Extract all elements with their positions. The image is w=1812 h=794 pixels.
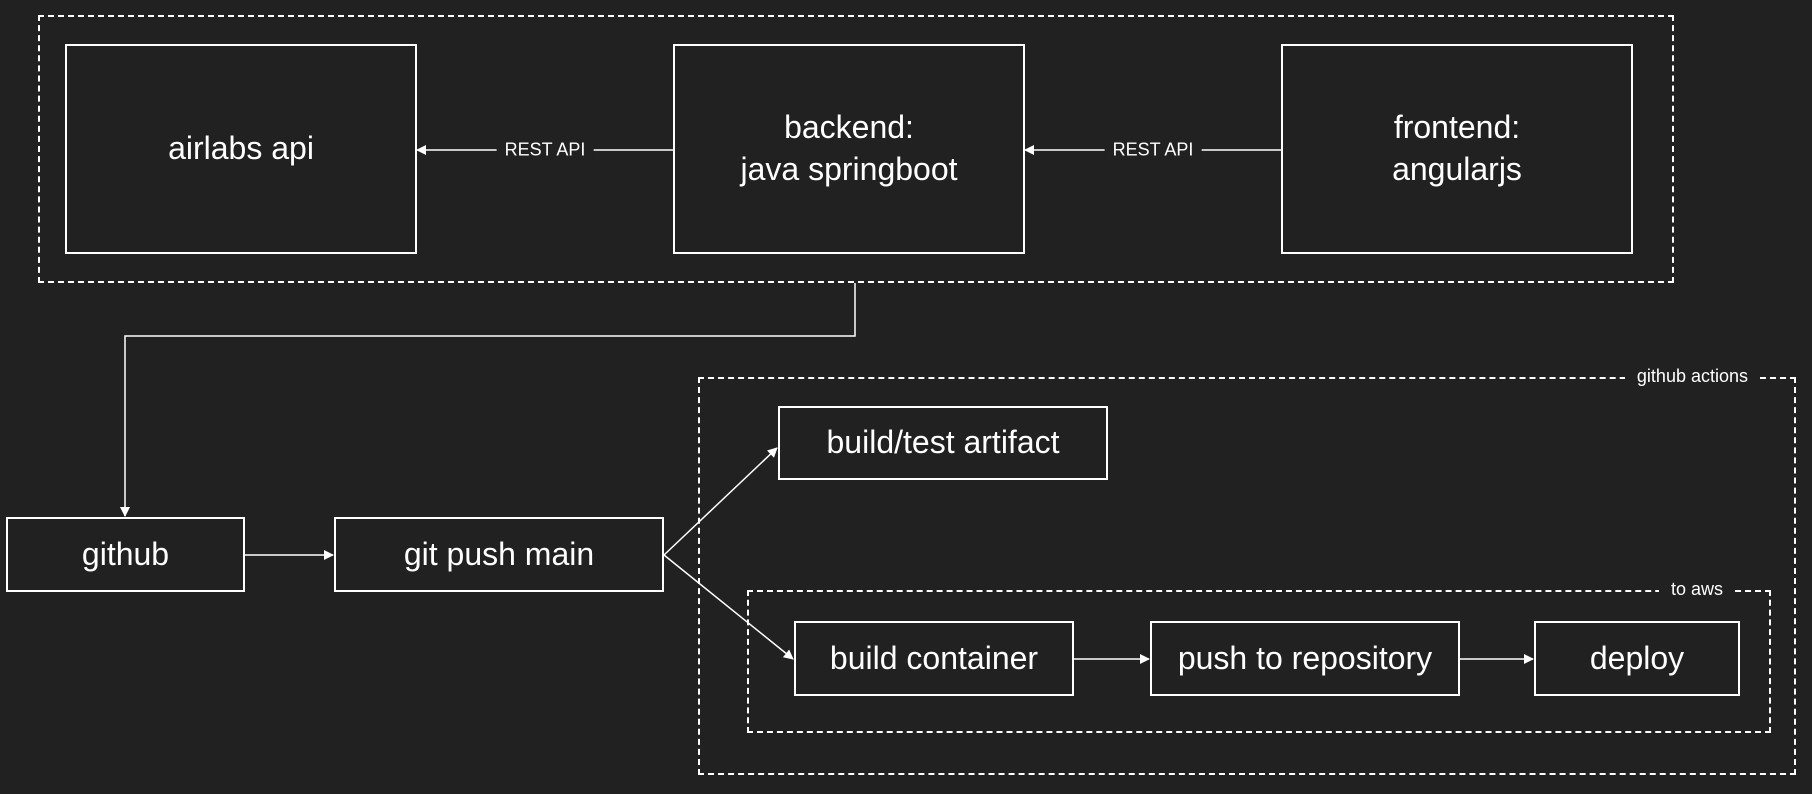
edge-label-frontend-backend: REST API xyxy=(1104,139,1202,161)
frontend-node: frontend: angularjs xyxy=(1281,44,1633,254)
edge-services-to-github xyxy=(120,283,856,517)
github-actions-group-label: github actions xyxy=(1624,366,1760,387)
build-container-node: build container xyxy=(794,621,1074,696)
build-test-artifact-node: build/test artifact xyxy=(778,406,1108,480)
to-aws-group-label: to aws xyxy=(1658,579,1735,600)
deploy-node: deploy xyxy=(1534,621,1740,696)
airlabs-api-node: airlabs api xyxy=(65,44,417,254)
services-group xyxy=(38,15,1674,283)
push-to-repository-node: push to repository xyxy=(1150,621,1460,696)
to-aws-group: to aws xyxy=(747,579,1771,733)
github-actions-group: github actions xyxy=(698,366,1796,775)
edge-label-backend-airlabs: REST API xyxy=(496,139,594,161)
backend-node: backend: java springboot xyxy=(673,44,1025,254)
git-push-main-node: git push main xyxy=(334,517,664,592)
edge-git-push-to-build-container xyxy=(663,554,794,660)
github-node: github xyxy=(6,517,245,592)
edge-git-push-to-build-test xyxy=(663,447,778,556)
